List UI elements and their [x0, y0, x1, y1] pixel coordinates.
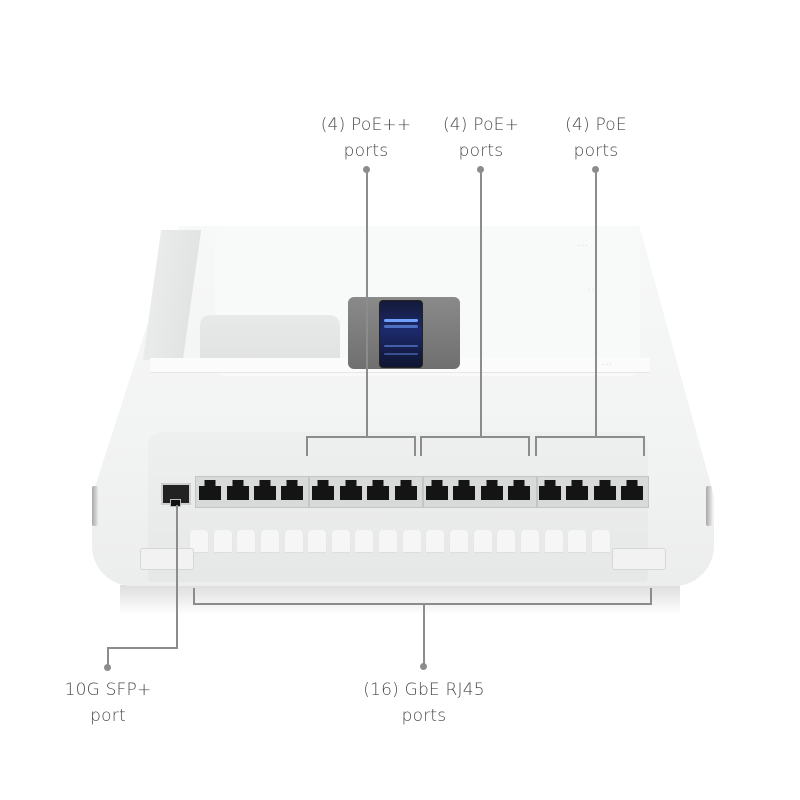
label-rj45-ports: (16) GbE RJ45 ports [334, 677, 514, 729]
label-line: (4) PoE+ [442, 115, 520, 135]
device-foot-right [612, 548, 666, 570]
callout-dot-poe-p [477, 166, 484, 173]
label-line: ports [573, 141, 619, 161]
label-poe-p-ports: (4) PoE+ ports [421, 112, 541, 164]
device-recess [200, 315, 340, 359]
touch-display [379, 300, 423, 368]
bracket-rj45-left [193, 588, 195, 605]
sfp-latch [170, 499, 181, 507]
device-marking: · · · [602, 362, 612, 369]
rj45-port-8[interactable] [395, 480, 417, 500]
label-line: (4) PoE++ [320, 115, 412, 135]
bracket-poe-left [535, 436, 537, 456]
callout-line-poe-pp [366, 170, 368, 436]
label-line: port [90, 706, 126, 726]
callout-line-sfp [176, 505, 178, 648]
bracket-poe-p-right [528, 436, 530, 456]
label-poe-ports: (4) PoE ports [536, 112, 656, 164]
cable-management-comb [190, 530, 610, 558]
rj45-port-1[interactable] [199, 480, 221, 500]
callout-line-sfp-horizontal [107, 647, 178, 649]
bracket-poe [535, 436, 645, 438]
bracket-poe-p [420, 436, 530, 438]
label-line: (4) PoE [565, 115, 627, 135]
rj45-port-11[interactable] [481, 480, 503, 500]
rj45-port-4[interactable] [281, 480, 303, 500]
rj45-port-6[interactable] [340, 480, 362, 500]
rj45-port-12[interactable] [508, 480, 530, 500]
rj45-port-3[interactable] [254, 480, 276, 500]
callout-line-poe [595, 170, 597, 436]
rj45-port-14[interactable] [566, 480, 588, 500]
label-poe-pp-ports: (4) PoE++ ports [306, 112, 426, 164]
callout-line-sfp-down [107, 647, 109, 667]
label-line: (16) GbE RJ45 [363, 680, 485, 700]
rj45-port-9[interactable] [426, 480, 448, 500]
callout-dot-poe-pp [363, 166, 370, 173]
bracket-poe-pp [306, 436, 416, 438]
callout-line-poe-p [480, 170, 482, 436]
rj45-port-2[interactable] [227, 480, 249, 500]
label-line: ports [343, 141, 389, 161]
label-line: ports [458, 141, 504, 161]
label-sfp-port: 10G SFP+ port [48, 677, 168, 729]
rj45-port-10[interactable] [453, 480, 475, 500]
rj45-port-7[interactable] [367, 480, 389, 500]
device-marking: · · · [588, 287, 598, 294]
device-marking: · · · [578, 243, 588, 250]
label-line: 10G SFP+ [64, 680, 152, 700]
bracket-rj45 [193, 603, 652, 605]
rj45-port-15[interactable] [594, 480, 616, 500]
bracket-poe-pp-right [414, 436, 416, 456]
label-line: ports [401, 706, 447, 726]
callout-dot-sfp [104, 664, 111, 671]
bracket-poe-right [643, 436, 645, 456]
rj45-port-13[interactable] [539, 480, 561, 500]
side-metal-accent-left [92, 486, 98, 526]
rj45-port-16[interactable] [621, 480, 643, 500]
side-metal-accent-right [706, 486, 712, 526]
bracket-rj45-right [650, 588, 652, 605]
callout-dot-poe [592, 166, 599, 173]
bracket-poe-p-left [420, 436, 422, 456]
device-foot-left [140, 548, 194, 570]
callout-line-rj45 [423, 604, 425, 664]
bracket-poe-pp-left [306, 436, 308, 456]
callout-dot-rj45 [420, 663, 427, 670]
device-shadow [120, 585, 680, 615]
rj45-port-5[interactable] [312, 480, 334, 500]
